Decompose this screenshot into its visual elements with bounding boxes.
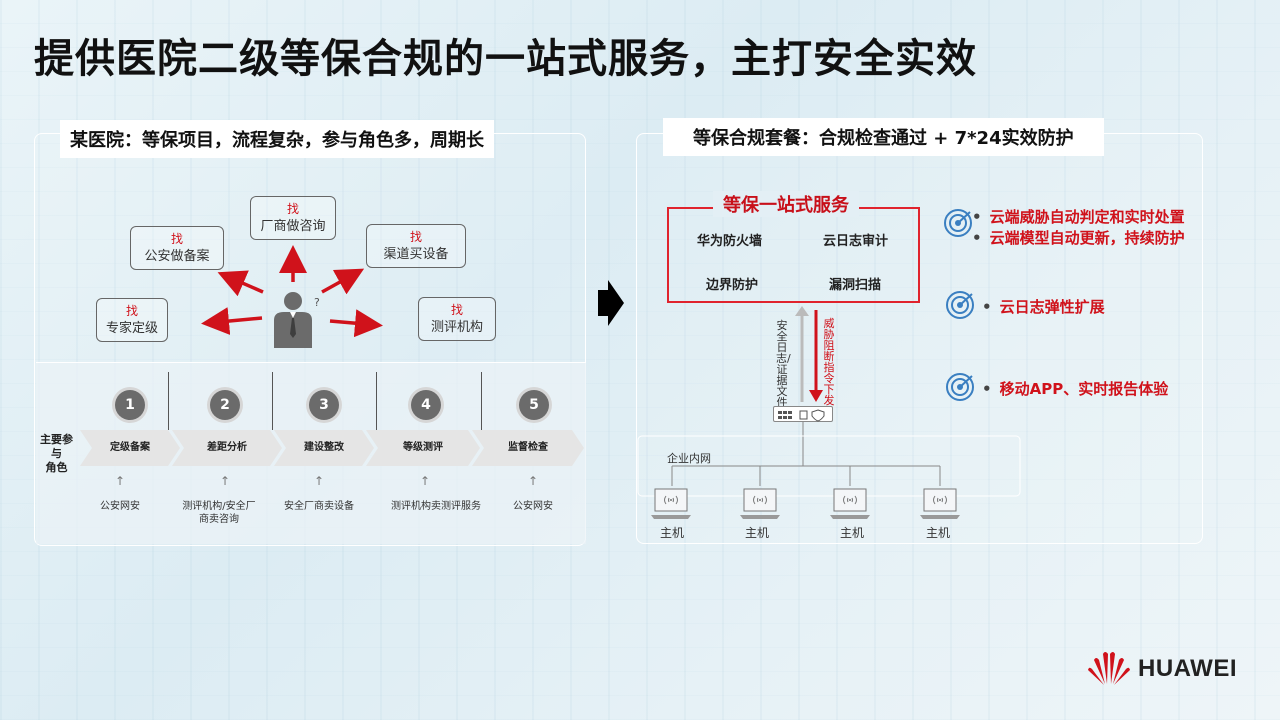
up-arrow-icon: ↑ [420,474,431,488]
laptop-icon [920,488,960,519]
feature-cloud-model: •云端模型自动更新，持续防护 [972,229,1185,247]
step-divider [481,372,482,430]
service-firewall: 华为防火墙 [697,234,763,249]
up-arrow-icon: ↑ [220,474,231,488]
bubble-channel-device: 找 渠道买设备 [366,224,466,268]
brand-name: HUAWEI [1138,655,1237,682]
step-chevron-3: 建设整改 [274,430,374,466]
step-divider [272,372,273,430]
laptop-icon [651,488,691,519]
question-mark: ? [314,296,320,309]
host-label: 主机 [745,526,770,540]
step-divider [376,372,377,430]
intranet-label: 企业内网 [667,452,711,465]
arrow-right [329,309,383,338]
bubble-vendor-consult: 找 厂商做咨询 [250,196,336,240]
step-number-1: 1 [115,390,145,420]
bubble-police-filing: 找 公安做备案 [130,226,224,270]
service-log-audit: 云日志审计 [823,234,889,249]
host-label: 主机 [926,526,951,540]
step-role-2: 测评机构/安全厂商卖咨询 [182,501,256,525]
up-arrow-icon: ↑ [528,474,539,488]
step-chevron-1: 定级备案 [80,430,180,466]
step-number-5: 5 [519,390,549,420]
network-lines [637,422,1021,497]
feature-cloud-threat: •云端威胁自动判定和实时处置 [972,208,1185,226]
flow-up-label: 安全日志/证据文件 [776,319,791,409]
feature-mobile-app: •移动APP、实时报告体验 [982,380,1169,398]
arrow-up-left [217,270,264,297]
step-divider [168,372,169,430]
step-number-4: 4 [411,390,441,420]
flow-down-label: 威胁阻断指令下发 [823,317,835,407]
arrow-up-right [321,268,365,295]
laptop-icon [830,488,870,519]
step-number-3: 3 [309,390,339,420]
main-roles-label: 主要参 与 角色 [40,433,73,474]
target-icon [944,209,972,237]
page-title: 提供医院二级等保合规的一站式服务，主打安全实效 [34,36,977,82]
step-role-3: 安全厂商卖设备 [284,501,354,512]
transition-arrow-icon [598,280,624,326]
step-role-1: 公安网安 [100,501,140,512]
service-boundary: 边界防护 [706,278,759,293]
flow-arrows [795,306,823,402]
left-panel-header: 某医院：等保项目，流程复杂，参与角色多，周期长 [60,120,494,158]
host-label: 主机 [660,526,685,540]
up-arrow-icon: ↑ [314,474,325,488]
feature-log-elastic: •云日志弹性扩展 [982,298,1105,316]
huawei-logo-icon [1088,652,1130,685]
step-role-5: 公安网安 [513,501,553,512]
bubble-expert-grading: 找 专家定级 [96,298,168,342]
bubble-eval-agency: 找 测评机构 [418,297,496,341]
step-chevron-5: 监督检查 [472,430,584,466]
person-icon [274,292,312,348]
step-number-2: 2 [210,390,240,420]
one-stop-service-box [667,207,920,303]
laptop-icon [740,488,780,519]
arrow-left [201,307,263,336]
up-arrow-icon: ↑ [115,474,126,488]
one-stop-service-title: 等保一站式服务 [713,191,859,217]
right-panel-header: 等保合规套餐：合规检查通过 + 7*24实效防护 [663,118,1104,156]
target-icon [946,291,974,319]
step-role-4: 测评机构卖测评服务 [391,501,481,512]
host-label: 主机 [840,526,865,540]
service-vuln-scan: 漏洞扫描 [829,278,882,293]
step-chevron-2: 差距分析 [172,430,282,466]
target-icon [946,373,974,401]
security-device-icon [773,406,833,422]
step-chevron-4: 等级测评 [366,430,480,466]
